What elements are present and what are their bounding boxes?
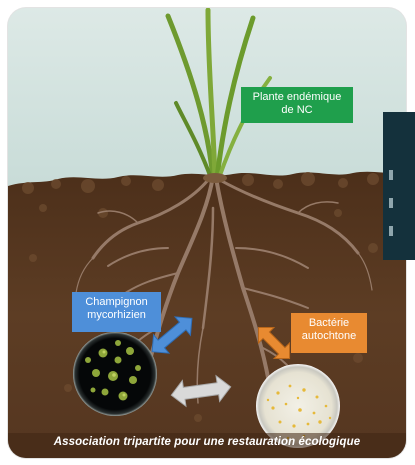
illustration-scene [8,8,406,458]
bacteria-label: Bactérie autochtone [291,313,367,353]
illustration-card: Plante endémique de NC Champignon mycorh… [8,8,406,458]
caption: Association tripartite pour une restaura… [8,436,406,448]
fungus-label: Champignon mycorhizien [72,292,161,332]
side-panel-overlay [383,112,415,260]
panel-mark [389,170,393,180]
panel-mark [389,198,393,208]
plant-label: Plante endémique de NC [241,87,353,123]
panel-mark [389,226,393,236]
fungus-petri-dish [73,332,157,416]
